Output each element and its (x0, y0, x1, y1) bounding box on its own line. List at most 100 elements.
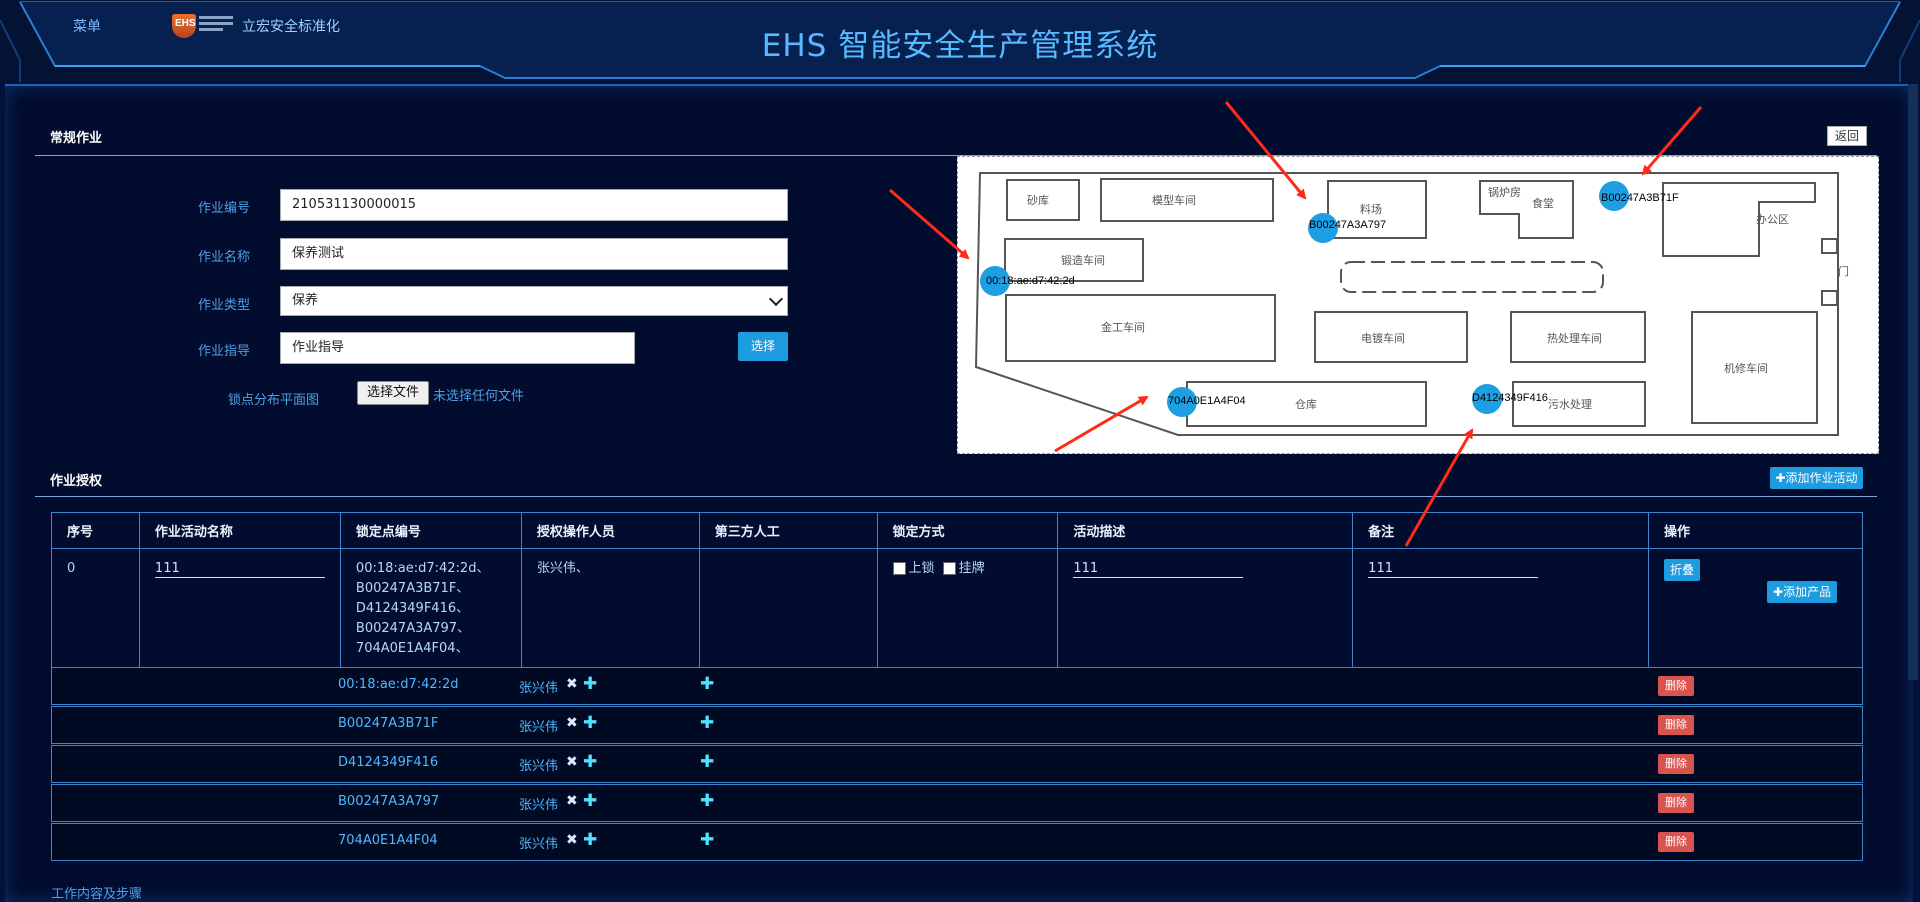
lock-marker-2-label: B00247A3A797 (1309, 219, 1387, 231)
delete-button[interactable]: 删除 (1658, 676, 1694, 696)
lock-marker-3[interactable] (1599, 181, 1629, 211)
map-room-metalwork: 金工车间 (1101, 320, 1145, 334)
lock-marker-2[interactable] (1308, 213, 1338, 243)
lock-point-item: B00247A3B71F、 (355, 581, 470, 596)
actions-cell: 折叠 ✚添加产品 (1648, 548, 1863, 670)
section-title-auth: 作业授权 (50, 474, 103, 489)
plus-icon[interactable]: ✚ (583, 791, 598, 811)
x-mark-icon[interactable]: ✖ (566, 793, 578, 809)
fold-button[interactable]: 折叠 (1664, 559, 1701, 581)
lock-marker-5[interactable] (1472, 384, 1502, 414)
brand-logo: EHS (172, 14, 234, 38)
plus-icon[interactable]: ✚ (700, 830, 715, 850)
lock-point-item: 704A0E1A4F04、 (355, 641, 469, 656)
lock-point-id: B00247A3A797 (338, 794, 440, 809)
choose-file-button[interactable]: 选择文件 (357, 381, 429, 405)
map-room-warehouse: 仓库 (1295, 397, 1317, 411)
job-type-value: 保养 (292, 293, 319, 308)
tag-checkbox[interactable] (942, 562, 956, 575)
operator-name: 张兴伟 (519, 798, 559, 813)
delete-button[interactable]: 删除 (1658, 793, 1694, 813)
job-guide-label: 作业指导 (197, 344, 250, 359)
col-header-third-party: 第三方人工 (698, 512, 878, 549)
lock-marker-5-label: D4124349F416 (1472, 392, 1548, 404)
chevron-down-icon (768, 291, 784, 307)
menu-link[interactable]: 菜单 (73, 19, 101, 35)
lock-marker-4[interactable] (1167, 387, 1197, 417)
lock-points-cell: 00:18:ae:d7:42:2d、 B00247A3B71F、 D412434… (339, 548, 522, 670)
col-header-operators: 授权操作人员 (520, 512, 700, 549)
plus-icon[interactable]: ✚ (700, 791, 715, 811)
lock-point-id: B00247A3B71F (338, 716, 439, 731)
lock-point-item: B00247A3A797、 (355, 621, 471, 636)
add-activity-button[interactable]: ✚添加作业活动 (1770, 467, 1863, 489)
lock-point-row: D4124349F416 张兴伟 ✖ ✚ ✚ 删除 (51, 745, 1863, 783)
section-divider (35, 496, 1877, 497)
operator-name: 张兴伟 (519, 720, 559, 735)
row-index: 0 (51, 548, 140, 670)
description-input[interactable]: 111 (1073, 560, 1244, 578)
lock-point-row: B00247A3B71F 张兴伟 ✖ ✚ ✚ 删除 (51, 706, 1863, 744)
floorplan-label: 锁点分布平面图 (228, 393, 320, 408)
add-product-button[interactable]: ✚添加产品 (1767, 581, 1838, 603)
scrollbar[interactable] (1908, 84, 1918, 680)
plus-icon[interactable]: ✚ (700, 752, 715, 772)
lock-point-id: 704A0E1A4F04 (338, 833, 438, 848)
lock-point-id: 00:18:ae:d7:42:2d (338, 677, 459, 692)
job-name-input[interactable]: 保养测试 (280, 238, 788, 270)
col-header-lock-point: 锁定点编号 (339, 512, 522, 549)
job-number-label: 作业编号 (197, 201, 250, 216)
map-room-pattern: 模型车间 (1152, 193, 1196, 207)
brand-name: 立宏安全标准化 (242, 19, 340, 35)
lock-marker-1[interactable] (980, 266, 1010, 296)
plus-icon[interactable]: ✚ (700, 674, 715, 694)
x-mark-icon[interactable]: ✖ (566, 715, 578, 731)
floorplan-map[interactable]: 砂库 模型车间 料场 锅炉房 食堂 办公区 锻造车间 金工车间 电镀车间 热处理… (957, 156, 1879, 454)
delete-button[interactable]: 删除 (1658, 715, 1694, 735)
col-header-description: 活动描述 (1057, 512, 1354, 549)
operators-cell: 张兴伟、 (520, 548, 700, 670)
job-guide-input[interactable]: 作业指导 (280, 332, 635, 364)
lock-point-row: B00247A3A797 张兴伟 ✖ ✚ ✚ 删除 (51, 784, 1863, 822)
tag-label: 挂牌 (958, 561, 985, 576)
select-guide-button[interactable]: 选择 (738, 332, 788, 361)
lock-point-row: 00:18:ae:d7:42:2d 张兴伟 ✖ ✚ ✚ 删除 (51, 667, 1863, 705)
x-mark-icon[interactable]: ✖ (566, 676, 578, 692)
remark-input[interactable]: 111 (1368, 560, 1539, 578)
map-room-canteen: 食堂 (1532, 196, 1554, 210)
map-room-forging: 锻造车间 (1061, 253, 1105, 267)
map-room-heat: 热处理车间 (1547, 331, 1602, 345)
plus-icon[interactable]: ✚ (583, 674, 598, 694)
table-row: 0 111 00:18:ae:d7:42:2d、 B00247A3B71F、 D… (51, 548, 1863, 670)
plus-icon[interactable]: ✚ (583, 752, 598, 772)
operator-name: 张兴伟 (519, 837, 559, 852)
operator-name: 张兴伟 (519, 681, 559, 696)
header-frame (0, 1, 1920, 82)
back-button[interactable]: 返回 (1827, 126, 1867, 146)
lock-up-checkbox[interactable] (892, 562, 906, 575)
x-mark-icon[interactable]: ✖ (566, 832, 578, 848)
map-room-plating: 电镀车间 (1361, 331, 1405, 345)
map-room-boiler: 锅炉房 (1488, 186, 1521, 199)
job-type-select[interactable]: 保养 (280, 286, 788, 316)
delete-button[interactable]: 删除 (1658, 832, 1694, 852)
lock-marker-4-label: 704A0E1A4F04 (1168, 395, 1246, 407)
operator-name: 张兴伟 (519, 759, 559, 774)
col-header-actions: 操作 (1648, 512, 1863, 549)
lock-point-item: 00:18:ae:d7:42:2d、 (355, 561, 490, 576)
activity-name-input[interactable]: 111 (154, 560, 325, 578)
x-mark-icon[interactable]: ✖ (566, 754, 578, 770)
auth-table: 序号 作业活动名称 锁定点编号 授权操作人员 第三方人工 锁定方式 活动描述 备… (51, 512, 1863, 670)
job-type-label: 作业类型 (197, 298, 250, 313)
plus-icon[interactable]: ✚ (700, 713, 715, 733)
job-number-input[interactable]: 210531130000015 (280, 189, 788, 221)
col-header-remark: 备注 (1352, 512, 1650, 549)
job-name-label: 作业名称 (197, 250, 250, 265)
lock-point-id: D4124349F416 (338, 755, 439, 770)
col-header-index: 序号 (51, 512, 140, 549)
plus-icon[interactable]: ✚ (583, 830, 598, 850)
plus-icon[interactable]: ✚ (583, 713, 598, 733)
floorplan-drawing: 砂库 模型车间 料场 锅炉房 食堂 办公区 锻造车间 金工车间 电镀车间 热处理… (974, 172, 1849, 436)
map-room-sewage: 污水处理 (1548, 398, 1592, 411)
delete-button[interactable]: 删除 (1658, 754, 1694, 774)
